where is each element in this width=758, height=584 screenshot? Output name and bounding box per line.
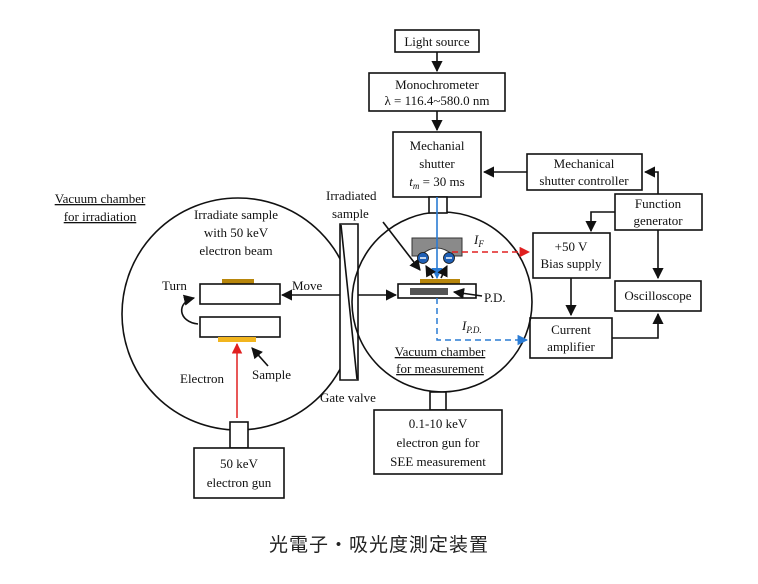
function-generator-label-1: Function: [635, 196, 682, 211]
electron-gun-see-box: 0.1-10 keV electron gun for SEE measurem…: [373, 409, 503, 475]
measured-sample-strip: [420, 279, 460, 284]
gate-valve-label: Gate valve: [320, 390, 376, 405]
shutter-label-1: Mechanial: [410, 138, 465, 153]
electron-gun-see-label-2: electron gun for: [396, 435, 480, 450]
light-source-box: Light source: [394, 29, 480, 53]
shutter-controller-label-1: Mechanical: [554, 156, 615, 171]
sample-pointer: [251, 347, 269, 367]
measurement-chamber-label-1: Vacuum chamber: [395, 344, 486, 359]
pd-label: P.D.: [484, 290, 506, 305]
current-amplifier-label-1: Current: [551, 322, 591, 337]
gate-valve-diagonal: [340, 224, 358, 380]
shutter-time-label: tm = 30 ms: [409, 174, 464, 191]
bias-voltage-label: +50 V: [555, 239, 588, 254]
electron-label: Electron: [180, 371, 225, 386]
turn-label: Turn: [162, 278, 187, 293]
sample-strip: [218, 337, 256, 342]
turn-arrow: [180, 294, 199, 325]
ipd-signal-line: [436, 298, 529, 346]
shutter-controller-box: Mechanical shutter controller: [526, 153, 643, 191]
oscilloscope-label: Oscilloscope: [624, 288, 691, 303]
electron-left-path: [425, 265, 436, 279]
function-generator-box: Function generator: [614, 193, 703, 231]
figure-caption: 光電子・吸光度測定装置: [269, 534, 489, 556]
electron-gun-50-label-1: 50 keV: [220, 456, 259, 471]
arrow-amplifier-to-oscilloscope: [612, 312, 664, 339]
electron-gun-50-neck: [229, 421, 249, 449]
electron-gun-see-label-3: SEE measurement: [390, 454, 486, 469]
arrow-fg-to-controller: [643, 166, 659, 194]
function-generator-label-2: generator: [633, 213, 683, 228]
sample-label: Sample: [252, 367, 291, 382]
ipd-label: IP.D.: [461, 318, 482, 335]
mechanical-shutter-box: Mechanial shutter tm = 30 ms: [392, 131, 482, 198]
electron-right-path: [437, 264, 448, 279]
shutter-label-2: shutter: [419, 156, 455, 171]
irradiated-sample-strip: [222, 279, 254, 284]
lower-sample-holder: [199, 316, 281, 338]
irradiation-chamber-label-2: for irradiation: [64, 209, 137, 224]
arrow-fg-to-bias: [585, 211, 615, 233]
irradiate-sample-label-3: electron beam: [199, 243, 272, 258]
monochrometer-box: Monochrometer λ = 116.4~580.0 nm: [368, 72, 506, 112]
shutter-neck: [428, 196, 448, 214]
wavelength-range-label: λ = 116.4~580.0 nm: [384, 93, 489, 108]
electron-gun-50-label-2: electron gun: [207, 475, 272, 490]
irradiated-sample-pointer: [382, 221, 421, 271]
electron-left-icon: [417, 252, 429, 264]
photodiode: [410, 288, 448, 295]
irradiate-sample-label-1: Irradiate sample: [194, 207, 278, 222]
electron-gun-see-label-1: 0.1-10 keV: [409, 416, 468, 431]
shutter-controller-label-2: shutter controller: [539, 173, 629, 188]
current-amplifier-box: Current amplifier: [529, 317, 613, 359]
pd-pointer: [452, 287, 483, 299]
electron-right-icon: [443, 252, 455, 264]
bias-supply-label: Bias supply: [540, 256, 602, 271]
irradiate-sample-label-2: with 50 keV: [204, 225, 269, 240]
move-label: Move: [292, 278, 323, 293]
irradiation-chamber-label-1: Vacuum chamber: [55, 191, 146, 206]
monochrometer-label: Monochrometer: [395, 77, 479, 92]
electron-gun-50-box: 50 keV electron gun: [193, 447, 285, 499]
upper-sample-holder: [199, 283, 281, 305]
current-amplifier-label-2: amplifier: [547, 339, 595, 354]
irradiated-sample-label-1: Irradiated: [326, 188, 377, 203]
light-source-label: Light source: [404, 34, 470, 49]
if-label: IF: [473, 232, 484, 249]
measurement-chamber-label-2: for measurement: [396, 361, 484, 376]
oscilloscope-box: Oscilloscope: [614, 280, 702, 312]
bias-supply-box: +50 V Bias supply: [532, 232, 611, 279]
irradiated-sample-label-2: sample: [332, 206, 369, 221]
electron-gun-see-neck: [429, 391, 447, 411]
